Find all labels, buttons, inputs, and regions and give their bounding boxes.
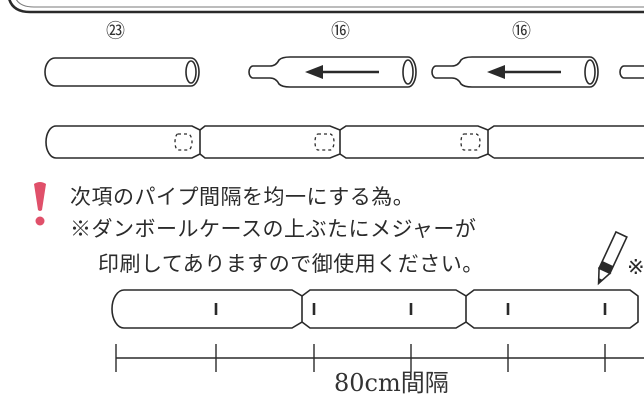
joined-pipes-row bbox=[45, 125, 644, 159]
header-box bbox=[8, 0, 644, 14]
separate-pipes-row bbox=[44, 56, 644, 88]
notice-line-1: 次項のパイプ間隔を均一にする為。 bbox=[70, 185, 415, 209]
part-number-3: ⑯ bbox=[512, 20, 532, 42]
arrow-left-icon bbox=[305, 65, 379, 79]
pipe-partial bbox=[619, 65, 644, 79]
pencil-icon bbox=[597, 230, 628, 286]
pipe-23 bbox=[44, 57, 200, 87]
marked-pipes-row bbox=[111, 289, 639, 329]
arrow-left-icon bbox=[487, 65, 561, 79]
pipe-16-b bbox=[431, 56, 599, 88]
spacing-label: 80cm間隔 bbox=[334, 369, 449, 397]
exclamation-icon bbox=[34, 182, 46, 226]
notice-line-2: ※ダンボールケースの上ぶたにメジャーが bbox=[70, 217, 477, 241]
pipe-16-a bbox=[248, 56, 417, 88]
part-number-1: ㉓ bbox=[106, 20, 126, 42]
side-mark: ※ bbox=[627, 255, 644, 279]
notice-line-3: 印刷してありますので御使用ください。 bbox=[98, 252, 484, 276]
part-number-2: ⑯ bbox=[331, 20, 351, 42]
dimension-scale bbox=[115, 344, 644, 372]
